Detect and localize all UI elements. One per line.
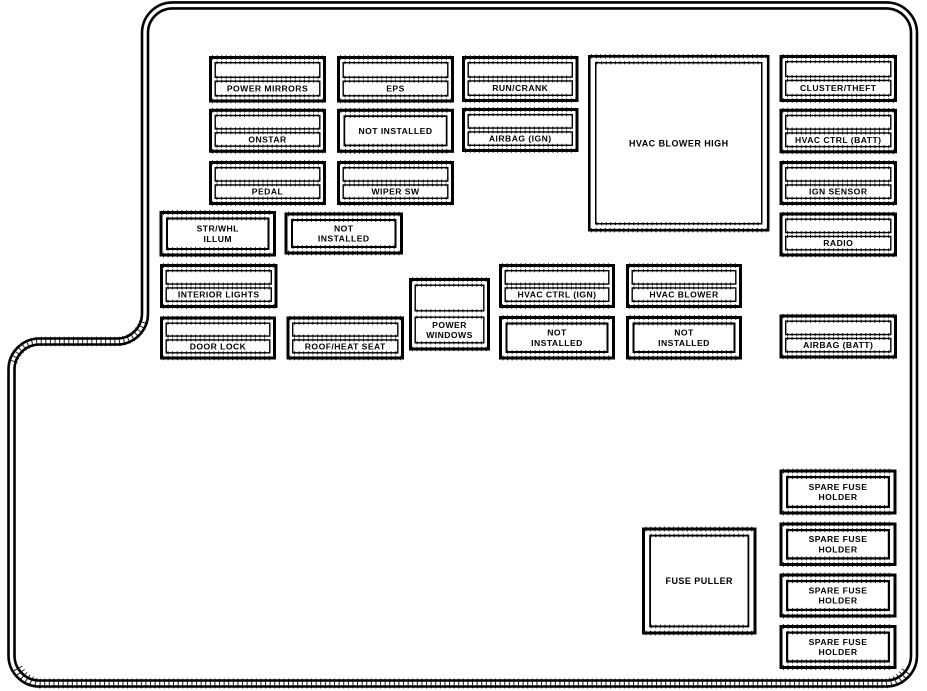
svg-text:HOLDER: HOLDER [819,544,858,554]
svg-text:POWER MIRRORS: POWER MIRRORS [227,84,308,94]
svg-text:WIPER SW: WIPER SW [372,187,420,197]
svg-text:SPARE FUSE: SPARE FUSE [809,637,868,647]
svg-text:AIRBAG (BATT): AIRBAG (BATT) [803,340,873,350]
svg-text:INSTALLED: INSTALLED [531,338,583,348]
svg-text:DOOR LOCK: DOOR LOCK [190,341,247,351]
svg-text:NOT: NOT [674,328,694,338]
svg-text:PEDAL: PEDAL [252,187,283,197]
svg-text:ONSTAR: ONSTAR [248,134,287,144]
svg-text:SPARE FUSE: SPARE FUSE [809,585,868,595]
svg-text:AIRBAG (IGN): AIRBAG (IGN) [489,134,552,144]
svg-text:HOLDER: HOLDER [819,596,858,606]
svg-text:SPARE FUSE: SPARE FUSE [809,534,868,544]
svg-text:CLUSTER/THEFT: CLUSTER/THEFT [800,83,877,93]
svg-text:HVAC BLOWER HIGH: HVAC BLOWER HIGH [629,138,729,148]
svg-text:WINDOWS: WINDOWS [426,330,473,340]
svg-text:HOLDER: HOLDER [819,647,858,657]
svg-text:HVAC CTRL (IGN): HVAC CTRL (IGN) [518,290,597,300]
svg-text:ROOF/HEAT SEAT: ROOF/HEAT SEAT [305,341,386,351]
svg-text:HVAC CTRL (BATT): HVAC CTRL (BATT) [795,135,881,145]
svg-text:FUSE PULLER: FUSE PULLER [666,576,734,586]
svg-text:RUN/CRANK: RUN/CRANK [492,83,548,93]
svg-text:ILLUM: ILLUM [203,234,232,244]
svg-text:IGN SENSOR: IGN SENSOR [809,187,868,197]
svg-text:NOT: NOT [547,328,567,338]
svg-text:NOT INSTALLED: NOT INSTALLED [359,126,433,136]
svg-text:RADIO: RADIO [823,238,853,248]
svg-text:STR/WHL: STR/WHL [197,224,239,234]
svg-text:NOT: NOT [334,223,354,233]
svg-text:INSTALLED: INSTALLED [318,234,370,244]
svg-text:HVAC BLOWER: HVAC BLOWER [649,290,719,300]
svg-text:INSTALLED: INSTALLED [658,338,710,348]
svg-text:POWER: POWER [432,320,467,330]
svg-text:SPARE FUSE: SPARE FUSE [809,482,868,492]
svg-text:HOLDER: HOLDER [819,492,858,502]
svg-text:EPS: EPS [386,84,405,94]
svg-text:INTERIOR LIGHTS: INTERIOR LIGHTS [178,290,260,300]
